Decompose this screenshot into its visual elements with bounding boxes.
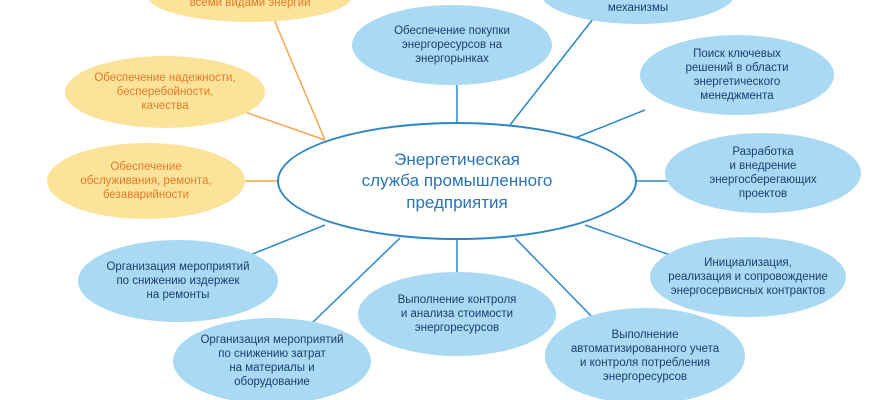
node-purchase-label: Обеспечение покупки энергоресурсов на эн… — [394, 24, 510, 65]
node-maintenance-label: Обеспечение обслуживания, ремонта, безав… — [80, 160, 212, 201]
node-auto-accounting-label: Выполнение автоматизированного учета и к… — [570, 328, 720, 384]
node-energy-supply-label: всеми видами энергии — [189, 0, 311, 9]
node-maintenance: Обеспечение обслуживания, ремонта, безав… — [47, 143, 245, 219]
connector-key-solutions — [569, 109, 646, 141]
node-cost-control-label: Выполнение контроля и анализа стоимости … — [397, 293, 517, 334]
connector-materials-costs — [309, 237, 401, 326]
connector-reliability — [244, 111, 326, 141]
node-key-solutions-label: Поиск ключевых решений в области энергет… — [685, 47, 789, 103]
connector-contracts — [584, 224, 671, 256]
node-key-solutions: Поиск ключевых решений в области энергет… — [640, 35, 834, 115]
node-materials-costs-label: Организация мероприятий по снижению затр… — [200, 333, 344, 389]
node-contracts-label: Инициализация, реализация и сопровождени… — [668, 256, 828, 297]
center-node-label: Энергетическая служба промышленного пред… — [361, 150, 553, 212]
node-energy-saving: Разработка и внедрение энергосберегающих… — [665, 133, 861, 213]
node-repair-costs: Организация мероприятий по снижению изде… — [78, 240, 278, 322]
node-purchase: Обеспечение покупки энергоресурсов на эн… — [352, 5, 552, 85]
node-energy-supply: всеми видами энергии — [148, 0, 352, 22]
node-contracts: Инициализация, реализация и сопровождени… — [650, 237, 846, 317]
center-node: Энергетическая служба промышленного пред… — [277, 122, 637, 240]
node-cost-control: Выполнение контроля и анализа стоимости … — [358, 272, 556, 356]
node-reliability-label: Обеспечение надежности, бесперебойности,… — [94, 71, 236, 112]
connector-auto-accounting — [514, 237, 601, 326]
node-auto-accounting: Выполнение автоматизированного учета и к… — [545, 308, 745, 400]
node-market-mechanisms-label: через рыночные механизмы — [607, 2, 669, 14]
connector-market-mechanisms — [509, 9, 601, 126]
node-materials-costs: Организация мероприятий по снижению затр… — [173, 318, 371, 400]
connector-energy-supply — [269, 9, 326, 141]
node-repair-costs-label: Организация мероприятий по снижению изде… — [106, 260, 250, 301]
node-reliability: Обеспечение надежности, бесперебойности,… — [65, 56, 265, 128]
connector-repair-costs — [249, 224, 326, 256]
node-energy-saving-label: Разработка и внедрение энергосберегающих… — [709, 145, 817, 201]
